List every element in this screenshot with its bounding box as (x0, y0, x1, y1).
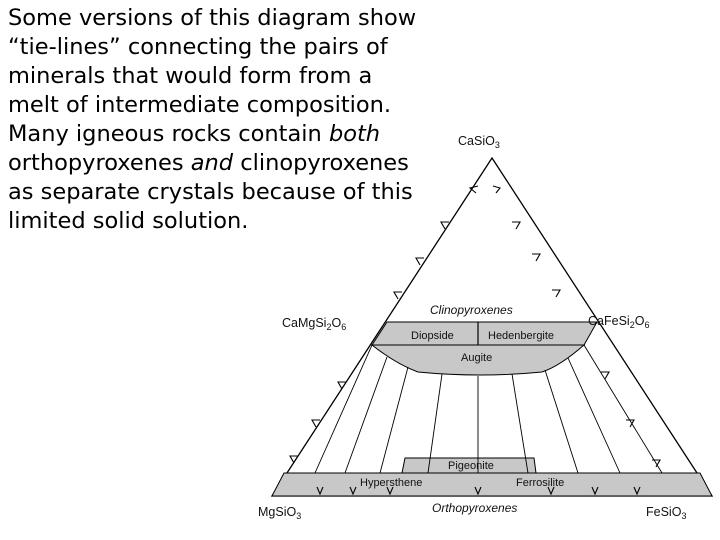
tie-lines (314, 344, 663, 474)
hedenbergite-label: Hedenbergite (488, 330, 554, 342)
tick-mark (633, 486, 641, 496)
augite-label: Augite (461, 352, 492, 364)
tick-mark (386, 486, 394, 496)
pigeonite-label: Pigeonite (448, 460, 494, 472)
ferrosilite-label: Ferrosilite (516, 477, 564, 489)
tick-mark (311, 419, 320, 428)
tick-mark (316, 486, 324, 496)
tie-line (544, 369, 579, 474)
clinopyroxenes-label: Clinopyroxenes (430, 303, 513, 317)
tick-mark (337, 381, 346, 390)
tick-mark (512, 221, 521, 230)
tick-mark (468, 185, 479, 194)
tie-line (583, 344, 663, 474)
hypersthene-label: Hypersthene (360, 477, 422, 489)
explanation-text: Some versions of this diagram show “tie-… (8, 4, 418, 236)
tick-mark (547, 486, 555, 496)
text-segment-and: and (190, 150, 234, 176)
tie-line (511, 373, 529, 474)
tick-mark (626, 419, 635, 428)
tick-mark (393, 291, 402, 300)
tick-mark (440, 221, 449, 230)
label-camgsi2o6: CaMgSi2O6 (282, 316, 346, 332)
tick-mark (601, 371, 610, 380)
label-mgsio3: MgSiO3 (258, 505, 301, 521)
text-segment-both: both (328, 121, 381, 147)
tick-mark (552, 289, 561, 298)
tick-mark (492, 185, 501, 194)
tick-mark (415, 257, 424, 266)
tick-mark (532, 253, 541, 262)
orthopyroxenes-label: Orthopyroxenes (432, 501, 517, 515)
augite-region (370, 344, 586, 376)
tick-mark (591, 486, 599, 496)
tie-line (427, 373, 443, 474)
diopside-label: Diopside (411, 330, 454, 342)
orthopyroxene-band (271, 472, 713, 497)
tick-mark (349, 486, 357, 496)
tick-mark (652, 459, 661, 468)
tie-line (314, 344, 373, 474)
tie-line (567, 357, 621, 474)
tie-line (379, 366, 409, 474)
edge-ticks (289, 185, 661, 496)
label-casio3: CaSiO3 (458, 134, 500, 150)
label-cafesi2o6: CaFeSi2O6 (588, 314, 649, 330)
tie-line (344, 356, 388, 474)
clinopyroxene-band (371, 321, 598, 346)
label-fesio3: FeSiO3 (646, 505, 686, 521)
tick-mark (289, 455, 298, 464)
tick-mark (474, 486, 482, 496)
text-segment-1: Some versions of this diagram show “tie-… (8, 5, 417, 147)
text-segment-3: clinopyroxenes as separate crystals beca… (8, 150, 413, 234)
text-segment-2: orthopyroxenes (8, 150, 191, 176)
